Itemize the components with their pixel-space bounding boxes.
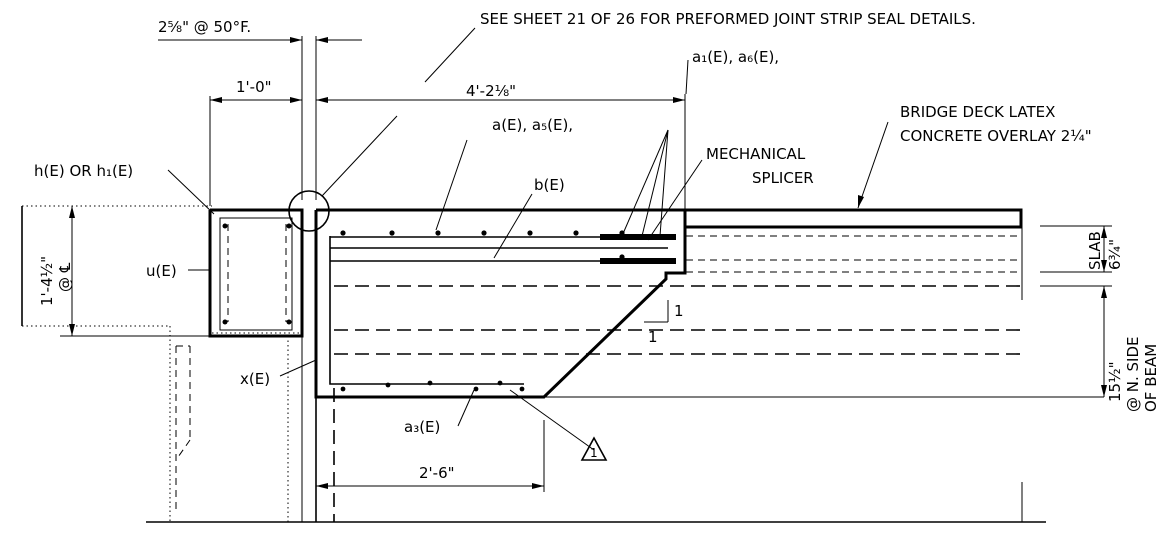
- overlay-note-line1: BRIDGE DECK LATEX: [900, 103, 1055, 121]
- joint-gap: [288, 36, 335, 522]
- backwall-hidden-lines: [175, 345, 191, 510]
- callout-leaders: [167, 27, 889, 451]
- callout-x: x(E): [240, 370, 270, 388]
- revision-number: 1: [590, 446, 598, 460]
- span-dimension: 4'-2⅛": [466, 82, 516, 100]
- beam-note-line1: @ N. SIDE: [1124, 337, 1142, 413]
- slope-indicator: [644, 300, 669, 323]
- callout-a-a5: a(E), a₅(E),: [492, 116, 573, 134]
- deck-slab-section: [314, 208, 1023, 399]
- overlay-note-line2: CONCRETE OVERLAY 2¼": [900, 127, 1092, 145]
- callout-h: h(E) OR h₁(E): [34, 162, 133, 180]
- slab-label: SLAB: [1086, 231, 1104, 270]
- slope-run: 1: [648, 328, 658, 346]
- splicer-note-line1: MECHANICAL: [706, 145, 806, 163]
- top-rebars: [330, 230, 676, 392]
- existing-wall-outline: [21, 205, 302, 522]
- beam-note-line2: OF BEAM: [1142, 344, 1160, 412]
- slope-rise: 1: [674, 302, 684, 320]
- backwall-section: [208, 208, 304, 338]
- splicer-note-line2: SPLICER: [752, 169, 814, 187]
- left-height-dimension: 1'-4½": [38, 256, 56, 306]
- one-foot-dimension: 1'-0": [236, 78, 272, 96]
- slab-thickness: 6¾": [1106, 239, 1124, 270]
- gap-dimension: 2⅝" @ 50°F.: [158, 18, 251, 36]
- sheet-note: SEE SHEET 21 OF 26 FOR PREFORMED JOINT S…: [480, 10, 976, 28]
- revision-triangle: [580, 436, 608, 461]
- bottom-dimension: 2'-6": [419, 464, 455, 482]
- callout-a1-a6: a₁(E), a₆(E),: [692, 48, 779, 66]
- callout-u: u(E): [146, 262, 177, 280]
- left-height-centerline: @ ℄: [56, 262, 74, 292]
- callout-b: b(E): [534, 176, 565, 194]
- existing-slab-lines: [334, 226, 1104, 522]
- dimension-lines: [60, 37, 1112, 492]
- callout-a3: a₃(E): [404, 418, 440, 436]
- beam-depth: 15½": [1106, 361, 1124, 402]
